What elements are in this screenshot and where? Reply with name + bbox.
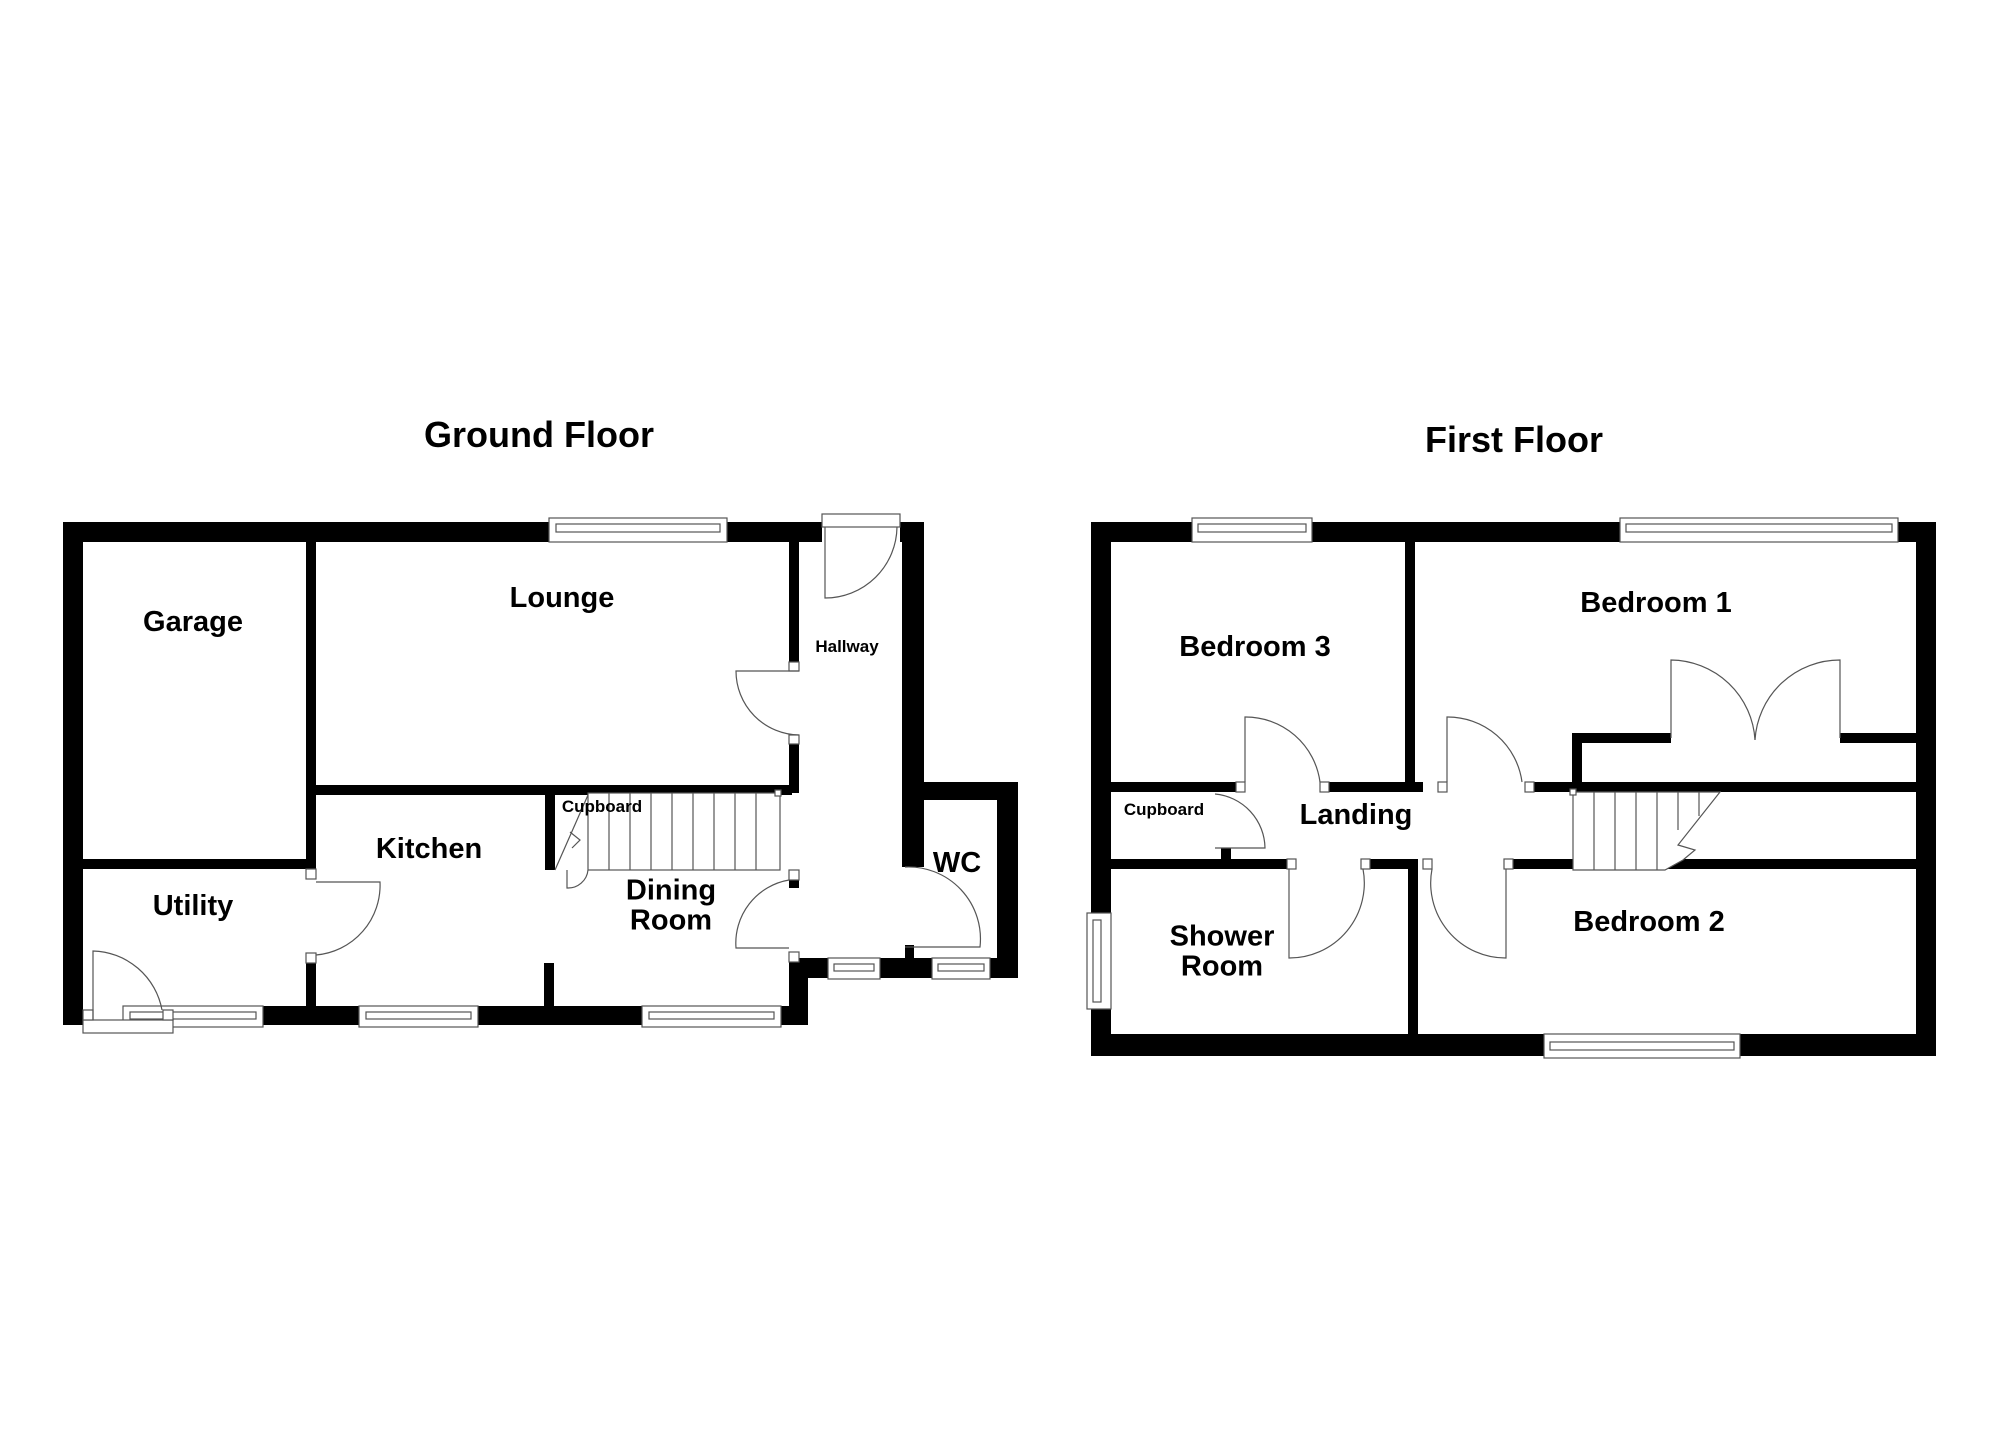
wall xyxy=(63,1006,83,1025)
wall xyxy=(902,522,924,867)
front-door xyxy=(821,513,901,599)
wall xyxy=(997,782,1018,977)
wall xyxy=(905,800,914,867)
wall xyxy=(306,542,316,877)
window xyxy=(1543,1033,1741,1059)
room-label-cupboard: Cupboard xyxy=(561,797,643,817)
wall xyxy=(544,963,554,1006)
window xyxy=(1191,517,1313,543)
wall xyxy=(63,522,83,1025)
door xyxy=(1235,716,1330,793)
door xyxy=(1437,716,1535,793)
cupboard-door xyxy=(1214,793,1266,849)
wall xyxy=(1572,733,1582,792)
window xyxy=(548,517,728,543)
room-label-cupboard-first: Cupboard xyxy=(1123,800,1205,820)
wall xyxy=(1513,859,1573,869)
wall xyxy=(478,1006,642,1025)
wall xyxy=(1091,522,1111,913)
wall xyxy=(83,859,316,869)
wall xyxy=(545,795,555,870)
wall xyxy=(990,958,1018,978)
room-label-wc: WC xyxy=(932,846,982,879)
wardrobe-doors xyxy=(1670,659,1841,741)
wall xyxy=(306,785,792,795)
wall xyxy=(789,880,799,888)
wall xyxy=(1091,1034,1544,1056)
ground-floor-fixtures xyxy=(82,513,991,1034)
wall xyxy=(1111,859,1287,869)
first-floor-plan xyxy=(1091,522,1936,1056)
door xyxy=(1422,858,1514,959)
staircase xyxy=(1569,788,1722,871)
door xyxy=(1286,858,1371,959)
room-label-utility: Utility xyxy=(152,889,234,922)
window xyxy=(358,1005,479,1028)
room-label-shower-room: Shower Room xyxy=(1169,920,1275,983)
room-label-garage: Garage xyxy=(143,605,243,638)
door xyxy=(305,868,381,964)
wall xyxy=(905,945,914,965)
wall xyxy=(1370,859,1418,869)
door xyxy=(904,866,982,948)
first-floor-fixtures xyxy=(1086,517,1899,1059)
wall xyxy=(789,743,799,793)
staircase xyxy=(587,789,782,871)
wall xyxy=(1840,733,1916,743)
wall xyxy=(1658,859,1916,869)
room-label-bedroom-2: Bedroom 2 xyxy=(1573,905,1725,938)
window xyxy=(931,957,991,980)
wall xyxy=(880,958,932,978)
wall xyxy=(63,522,549,542)
wall xyxy=(1740,1034,1936,1056)
room-label-dining-room: Dining Room xyxy=(625,874,717,937)
window xyxy=(641,1005,782,1028)
wall xyxy=(1534,782,1916,792)
room-label-lounge: Lounge xyxy=(509,581,615,614)
room-label-bedroom-3: Bedroom 3 xyxy=(1179,630,1331,663)
wall xyxy=(727,522,822,542)
wall xyxy=(790,958,828,978)
wall xyxy=(1312,522,1620,542)
wall xyxy=(306,963,316,1006)
wall xyxy=(1091,522,1192,542)
cupboard-door xyxy=(554,794,589,889)
door xyxy=(735,869,800,963)
window xyxy=(1619,517,1899,543)
wall xyxy=(1221,848,1231,859)
window xyxy=(827,957,881,980)
first-floor-title: First Floor xyxy=(1425,419,1603,460)
wall xyxy=(1405,542,1415,792)
wall xyxy=(902,782,1018,800)
door xyxy=(735,661,800,745)
room-label-bedroom-1: Bedroom 1 xyxy=(1580,586,1732,619)
room-label-kitchen: Kitchen xyxy=(375,832,483,865)
ground-floor-plan xyxy=(63,522,1018,1025)
wall xyxy=(1408,869,1418,1034)
wall xyxy=(1916,522,1936,1056)
room-label-hallway: Hallway xyxy=(815,637,879,657)
wall xyxy=(263,1006,359,1025)
wall xyxy=(1329,782,1423,792)
wall xyxy=(789,962,799,1006)
wall xyxy=(1111,782,1236,792)
room-label-landing: Landing xyxy=(1299,798,1413,831)
window xyxy=(1086,912,1112,1010)
wall xyxy=(1572,733,1671,743)
back-door xyxy=(82,950,174,1034)
ground-floor-title: Ground Floor xyxy=(424,414,654,455)
wall xyxy=(789,542,799,662)
